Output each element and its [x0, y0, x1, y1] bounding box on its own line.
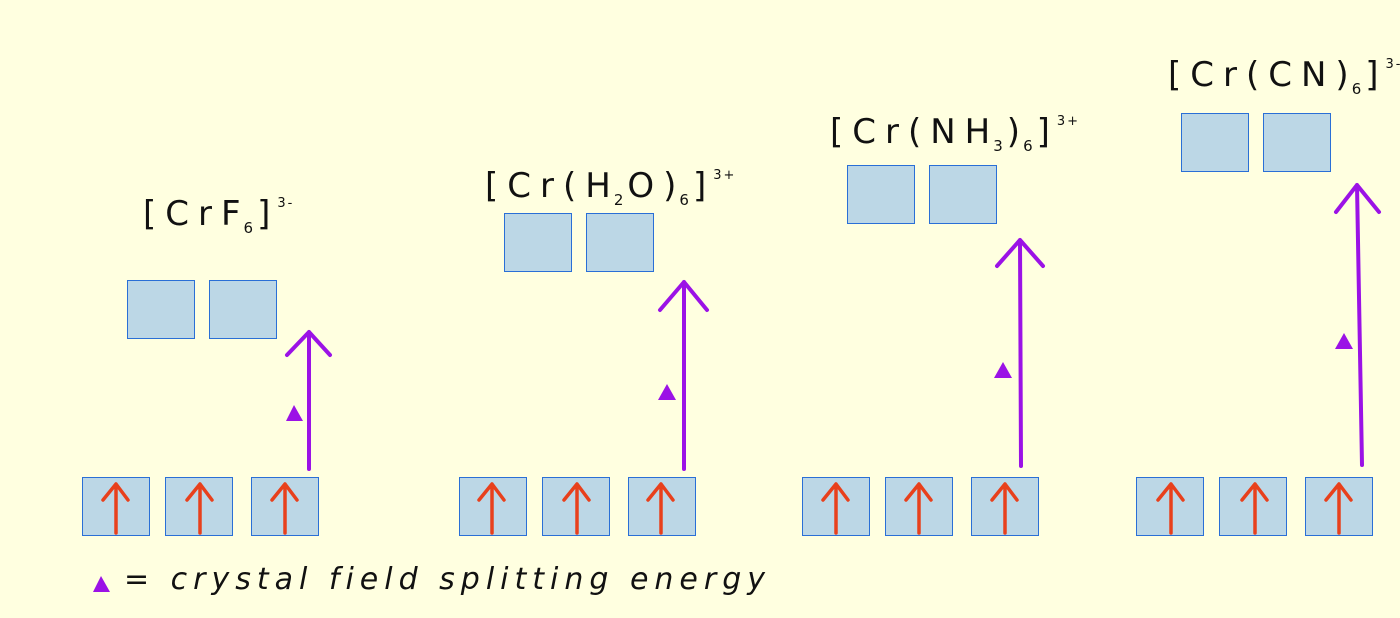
legend-text: = crystal field splitting energy [124, 562, 772, 597]
splitting-energy-arrow [995, 238, 1045, 468]
complex-label-crcn6: [Cr(CN)6]3- [1168, 55, 1400, 98]
electron-spin-up-arrow [270, 482, 299, 535]
eg-orbital [929, 165, 997, 224]
electron-spin-up-arrow [990, 482, 1019, 535]
delta-symbol-icon [994, 362, 1012, 378]
electron-spin-up-arrow [1324, 482, 1353, 535]
electron-spin-up-arrow [904, 482, 933, 535]
eg-orbital [209, 280, 277, 339]
eg-orbital [127, 280, 195, 339]
eg-orbital [847, 165, 915, 224]
delta-symbol-icon [658, 384, 676, 400]
eg-orbital [1263, 113, 1331, 172]
electron-spin-up-arrow [477, 482, 506, 535]
delta-symbol-icon [1335, 333, 1353, 349]
splitting-energy-arrow [1334, 183, 1381, 467]
electron-spin-up-arrow [1156, 482, 1185, 535]
electron-spin-up-arrow [646, 482, 675, 535]
electron-spin-up-arrow [821, 482, 850, 535]
electron-spin-up-arrow [101, 482, 130, 535]
eg-orbital [586, 213, 654, 272]
splitting-energy-arrow [285, 330, 332, 471]
t2g-orbital [1219, 477, 1287, 536]
eg-orbital [504, 213, 572, 272]
electron-spin-up-arrow [185, 482, 214, 535]
eg-orbital [1181, 113, 1249, 172]
triangle-icon [93, 576, 110, 592]
electron-spin-up-arrow [562, 482, 591, 535]
delta-symbol-icon [286, 405, 303, 421]
complex-label-crf6: [CrF6]3- [143, 194, 295, 237]
splitting-energy-arrow [658, 280, 709, 471]
electron-spin-up-arrow [1240, 482, 1269, 535]
complex-label-crnh36: [Cr(NH3)6]3+ [830, 112, 1081, 155]
